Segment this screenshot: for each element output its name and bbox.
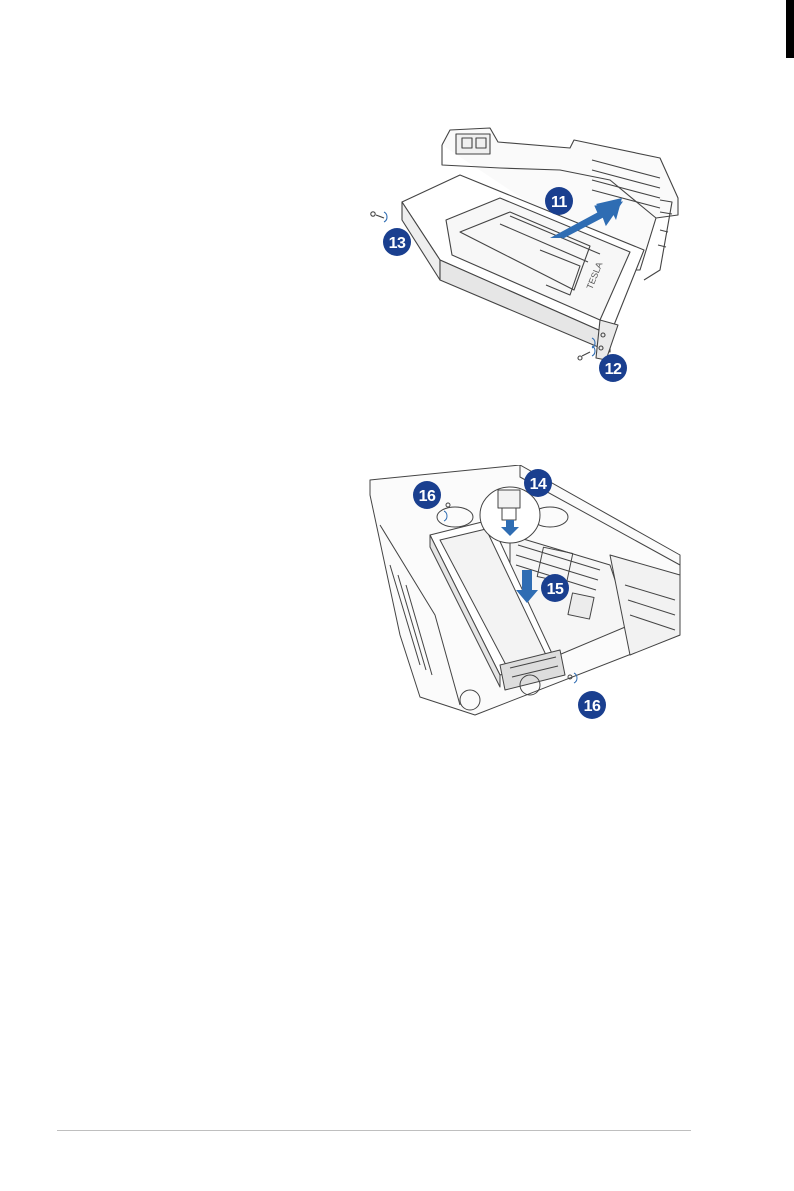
step-badge-16-top: 16 <box>413 481 441 509</box>
svg-text:16: 16 <box>584 698 601 715</box>
step-badge-15: 15 <box>541 574 569 602</box>
step-badge-16-bottom: 16 <box>578 691 606 719</box>
svg-text:11: 11 <box>551 194 568 211</box>
server-chassis-drawing: 14 15 16 16 <box>360 465 700 725</box>
gpu-bracket-illustration: TESLA 11 12 13 <box>360 120 680 385</box>
svg-text:16: 16 <box>419 488 436 505</box>
svg-text:12: 12 <box>605 361 622 378</box>
edge-tab-marker <box>786 0 794 58</box>
step-badge-14: 14 <box>524 469 552 497</box>
gpu-bracket-drawing: TESLA 11 12 13 <box>360 120 680 385</box>
svg-text:13: 13 <box>389 235 406 252</box>
server-gpu-install-illustration: 14 15 16 16 <box>360 465 700 725</box>
step-badge-12: 12 <box>599 354 627 382</box>
step-badge-13: 13 <box>383 228 411 256</box>
footer-divider <box>57 1130 691 1131</box>
svg-text:15: 15 <box>547 581 564 598</box>
step-badge-11: 11 <box>545 187 573 215</box>
svg-text:14: 14 <box>530 476 547 493</box>
